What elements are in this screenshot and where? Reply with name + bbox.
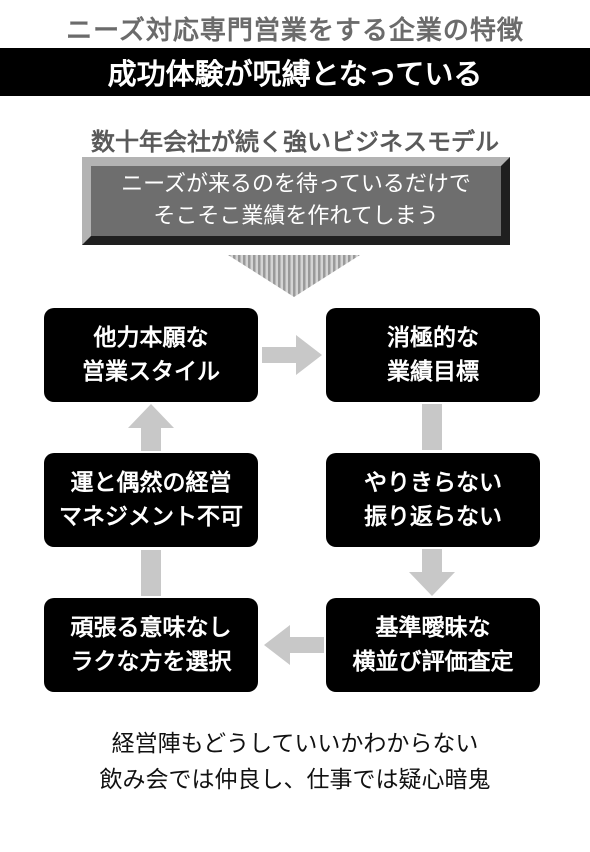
cycle-node-choose-easy-way: 頑張る意味なし ラクな方を選択 (44, 598, 258, 692)
arrow-shaft-icon (422, 404, 442, 450)
headline-text: 成功体験が呪縛となっている (107, 57, 483, 91)
cycle-node-weak-targets: 消極的な 業績目標 (326, 308, 540, 402)
node-line-2: ラクな方を選択 (70, 649, 232, 675)
page-title: ニーズ対応専門営業をする企業の特徴 (66, 16, 524, 46)
node-line-2: 振り返らない (364, 504, 502, 530)
node-line-2: 横並び評価査定 (352, 649, 514, 675)
arrow-shaft-icon (141, 550, 161, 596)
cycle-node-passive-sales: 他力本願な 営業スタイル (44, 308, 258, 402)
premise-box: ニーズが来るのを待っているだけで そこそこ業績を作れてしまう (82, 157, 510, 245)
headline-banner: 成功体験が呪縛となっている (0, 48, 590, 96)
node-line-1: やりきらない (364, 470, 502, 496)
node-line-1: 頑張る意味なし (70, 615, 232, 641)
arrow-down-icon (409, 549, 455, 596)
node-line-1: 運と偶然の経営 (70, 470, 232, 496)
arrow-up-icon (128, 404, 174, 451)
node-line-1: 消極的な (387, 325, 479, 351)
premise-line-1: ニーズが来るのを待っているだけで (121, 172, 471, 197)
node-line-1: 他力本願な (93, 325, 209, 351)
down-chevron-icon (228, 255, 360, 297)
node-line-2: マネジメント不可 (59, 504, 243, 530)
cycle-node-no-follow-through: やりきらない 振り返らない (326, 453, 540, 547)
arrow-right-icon (262, 335, 322, 375)
node-line-2: 営業スタイル (82, 359, 220, 385)
node-line-1: 基準曖昧な (375, 615, 491, 641)
cycle-node-luck-management: 運と偶然の経営 マネジメント不可 (44, 453, 258, 547)
cycle-node-vague-evaluation: 基準曖昧な 横並び評価査定 (326, 598, 540, 692)
footer-line-2: 飲み会では仲良し、仕事では疑心暗鬼 (99, 767, 491, 793)
footer-line-1: 経営陣もどうしていいかわからない (111, 731, 479, 757)
arrow-left-icon (264, 625, 324, 665)
subtitle: 数十年会社が続く強いビジネスモデル (91, 128, 499, 156)
footer-note: 経営陣もどうしていいかわからない 飲み会では仲良し、仕事では疑心暗鬼 (0, 726, 590, 798)
node-line-2: 業績目標 (387, 359, 479, 385)
premise-line-2: そこそこ業績を作れてしまう (153, 204, 439, 229)
